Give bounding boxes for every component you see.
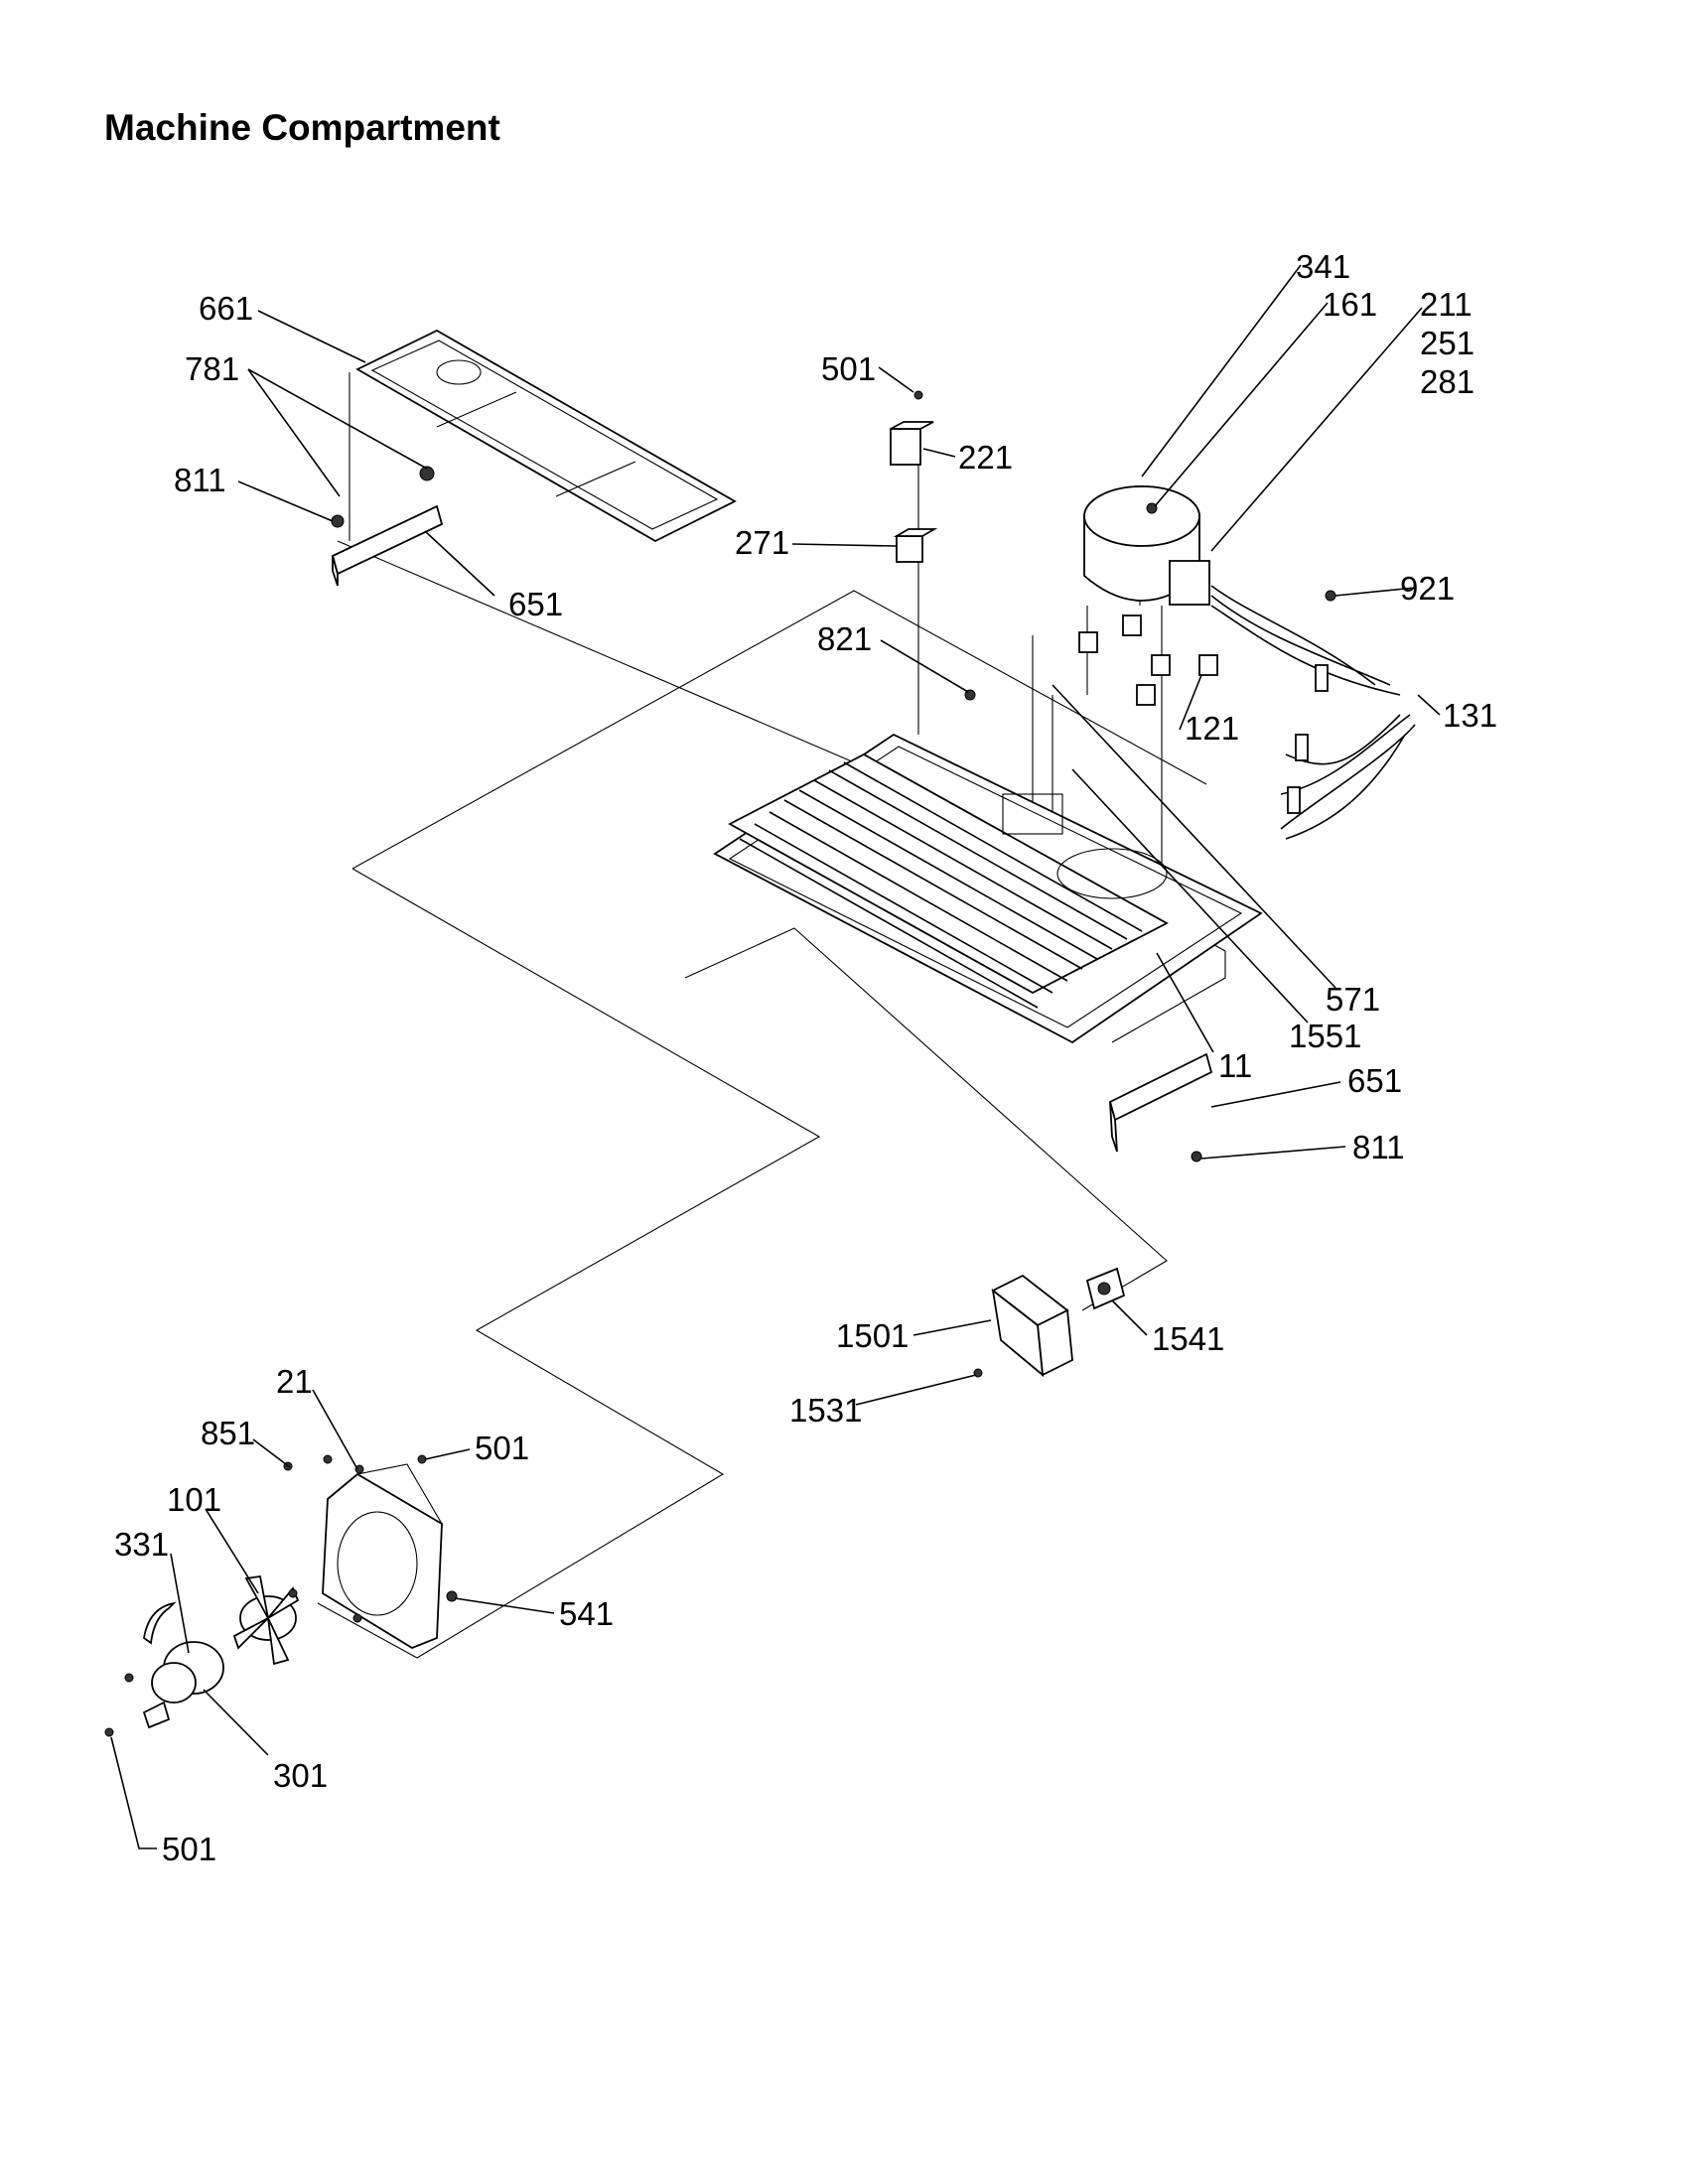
relay-switch-parts <box>890 390 976 701</box>
drain-pan-661 <box>355 329 737 543</box>
callout-651-right: 651 <box>1347 1062 1402 1099</box>
bracket-651-left <box>331 466 444 587</box>
callout-251: 251 <box>1420 325 1474 361</box>
callout-331: 331 <box>114 1526 169 1563</box>
callout-851: 851 <box>201 1415 255 1451</box>
callout-821: 821 <box>817 620 872 657</box>
callout-571: 571 <box>1326 981 1380 1018</box>
callout-281: 281 <box>1420 363 1474 400</box>
callout-101: 101 <box>167 1481 221 1518</box>
condenser-fan-motor <box>104 1461 300 1737</box>
base-pan-condenser-11 <box>713 733 1263 1044</box>
page-title: Machine Compartment <box>104 107 500 148</box>
callout-1541: 1541 <box>1152 1320 1224 1357</box>
callout-301: 301 <box>273 1757 328 1794</box>
callout-501: 501 <box>821 350 876 387</box>
callout-1551: 1551 <box>1289 1018 1361 1054</box>
callout-921: 921 <box>1400 570 1455 607</box>
callout-811-right: 811 <box>1352 1129 1405 1165</box>
callout-11: 11 <box>1218 1047 1252 1084</box>
callout-651: 651 <box>508 586 563 622</box>
callout-21: 21 <box>276 1363 313 1400</box>
callout-781: 781 <box>185 350 239 387</box>
assembly-guide-lines <box>317 372 1226 1659</box>
callout-541: 541 <box>559 1595 614 1632</box>
bracket-1501 <box>973 1267 1126 1378</box>
callout-labels: 661 781 811 651 501 221 271 821 341 161 … <box>114 248 1497 1867</box>
callout-501-fan: 501 <box>475 1430 529 1466</box>
bracket-651-right <box>1108 1052 1213 1162</box>
wire-harness-131 <box>1210 585 1416 840</box>
callout-161: 161 <box>1323 286 1377 323</box>
callout-811: 811 <box>174 462 226 498</box>
callout-131: 131 <box>1443 697 1497 734</box>
callout-271: 271 <box>735 524 789 561</box>
callout-1531: 1531 <box>789 1392 862 1429</box>
callout-211: 211 <box>1420 286 1473 323</box>
callout-341: 341 <box>1296 248 1350 285</box>
fan-shroud-21 <box>322 1454 458 1650</box>
callout-661: 661 <box>199 290 253 327</box>
leader-lines <box>110 264 1441 1849</box>
callout-501-bottom: 501 <box>162 1831 216 1867</box>
callout-1501: 1501 <box>836 1317 909 1354</box>
callout-221: 221 <box>958 439 1013 476</box>
callout-121: 121 <box>1185 710 1239 747</box>
compressor-341 <box>1078 485 1218 706</box>
